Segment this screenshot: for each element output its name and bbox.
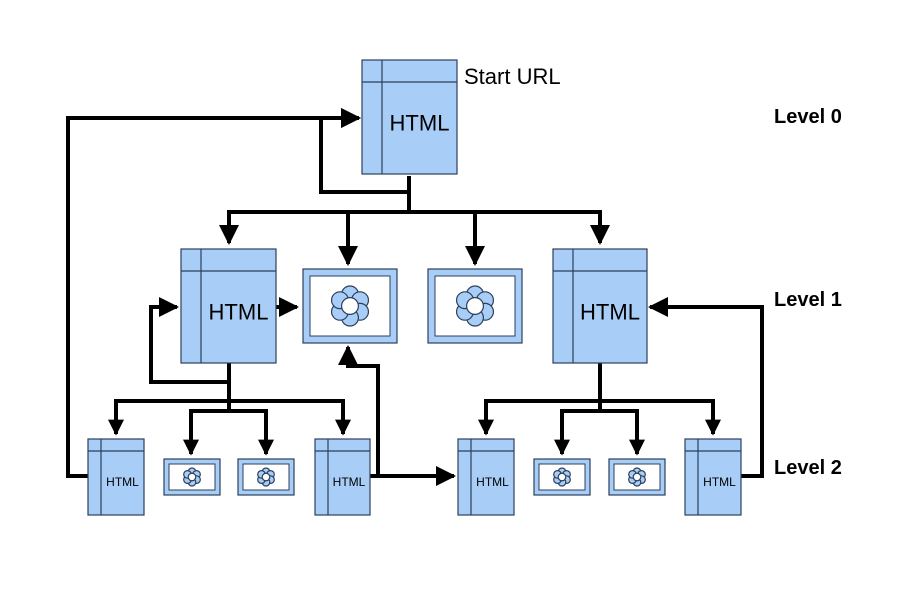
image-node <box>533 458 591 496</box>
edge-l1right-to-l2html4 <box>600 399 721 436</box>
image-node <box>427 268 523 344</box>
edge-l1right-to-l2html3 <box>478 363 602 436</box>
flower-icon <box>455 285 495 327</box>
html-page-node: HTML <box>457 438 515 516</box>
html-page-node: HTML <box>314 438 371 516</box>
edge-l2html1-to-root <box>66 108 361 478</box>
flower-icon <box>257 467 275 487</box>
image-node <box>163 458 221 496</box>
html-node-label: HTML <box>580 300 640 325</box>
html-page-node: HTML <box>180 248 277 364</box>
html-node-label: HTML <box>703 475 736 489</box>
edge-l1left-to-l2img2 <box>229 409 274 456</box>
html-node-label: HTML <box>106 475 139 489</box>
html-page-node: HTML <box>361 59 458 175</box>
edge-l1right-to-l2img3 <box>554 401 602 456</box>
flower-icon <box>553 467 571 487</box>
image-node <box>608 458 666 496</box>
image-node <box>237 458 295 496</box>
edge-l1left-to-l2img1 <box>183 401 231 456</box>
level-2-label: Level 2 <box>774 457 842 479</box>
edge-l2html4-to-l1right <box>648 297 764 478</box>
flower-icon <box>183 467 201 487</box>
flower-icon <box>628 467 646 487</box>
start-url-label: Start URL <box>464 64 561 89</box>
nodes-layer: HTML HTML HTML HTML HTML HTML HTML <box>87 59 742 516</box>
level-1-label: Level 1 <box>774 289 842 311</box>
edge-l1left-to-l2html2 <box>229 399 351 436</box>
html-node-label: HTML <box>209 300 269 325</box>
html-page-node: HTML <box>684 438 742 516</box>
html-node-label: HTML <box>476 475 509 489</box>
html-page-node: HTML <box>552 248 648 364</box>
edge-l1right-to-l2img4 <box>600 409 645 456</box>
html-page-node: HTML <box>87 438 145 516</box>
level-0-label: Level 0 <box>774 106 842 128</box>
image-node <box>302 268 398 344</box>
html-node-label: HTML <box>390 111 450 136</box>
edge-l2html2-to-image1 <box>338 345 380 478</box>
html-node-label: HTML <box>333 475 366 489</box>
edge-l1left-to-l2html1 <box>108 363 231 436</box>
edges-layer <box>66 108 764 486</box>
flower-icon <box>330 285 370 327</box>
edge-root-to-right <box>409 210 610 245</box>
